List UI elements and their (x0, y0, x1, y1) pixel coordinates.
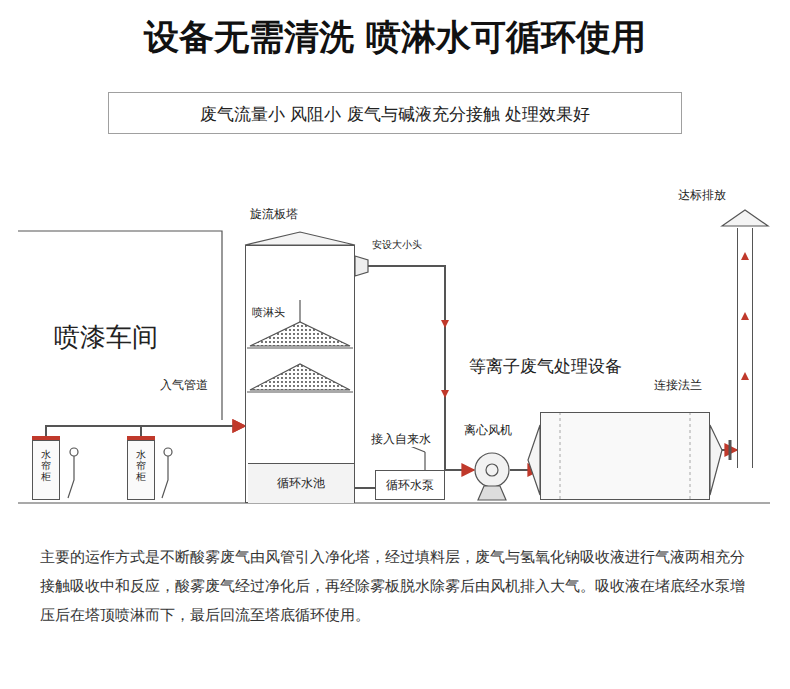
edge-label: 连接法兰 (652, 378, 704, 393)
fan-hub (486, 464, 498, 476)
tray (247, 391, 353, 392)
node-label: 达标排放 (678, 188, 726, 203)
duct-connector (141, 426, 245, 440)
node-label: 离心风机 (464, 422, 512, 439)
fan-housing (475, 453, 509, 487)
node-label: 水帘柜 (41, 449, 51, 482)
flow-arrow (741, 252, 749, 380)
water-curtain-cabinet: 水帘柜 (32, 440, 60, 500)
spray-pipe (299, 300, 300, 322)
workshop-room: 喷漆车间水帘柜 水帘柜 (18, 236, 218, 502)
node-label: 循环水泵 (376, 478, 444, 493)
node-label: 循环水池 (248, 475, 354, 492)
part-label: 喷淋头 (251, 306, 286, 320)
caption: 主要的运作方式是不断酸雾废气由风管引入净化塔，经过填料层，废气与氢氧化钠吸收液进… (40, 543, 758, 630)
spray-cone (250, 322, 350, 346)
worker (68, 456, 74, 498)
ground-line (18, 502, 770, 503)
worker (162, 456, 168, 498)
title: 设备无需清洗 喷淋水可循环使用 (0, 14, 790, 61)
centrifugal-fan: 离心风机 (474, 452, 510, 500)
spray-cone (250, 364, 350, 390)
duct-connector (46, 426, 245, 440)
part-label: 安设大小头 (371, 238, 423, 252)
water-curtain-cabinet: 水帘柜 (127, 440, 155, 500)
room-wall (18, 231, 222, 420)
worker (164, 448, 172, 456)
edge-label: 入气管道 (158, 378, 210, 393)
node-label: 旋流板塔 (250, 206, 298, 223)
scrubber-tower: 旋流板塔循环水池 (245, 245, 355, 503)
node-label: 废气流量小 风阻小 废气与碱液充分接触 处理效果好 (109, 103, 681, 126)
reducer (355, 256, 368, 276)
flow-arrow (441, 320, 449, 398)
chimney-cap (722, 210, 768, 226)
tray (247, 347, 353, 348)
device-end (710, 425, 722, 495)
water-pipe (424, 452, 425, 470)
part-label: 接入自来水 (370, 432, 432, 447)
duct-connector (354, 487, 375, 489)
subtitle-band: 废气流量小 风阻小 废气与碱液充分接触 处理效果好 (108, 92, 682, 134)
node-label: 喷漆车间 (54, 320, 158, 355)
fan-base (478, 486, 506, 500)
circulation-pool: 循环水池 (248, 463, 354, 503)
duct-connector (355, 266, 474, 470)
node-label: 水帘柜 (136, 449, 146, 482)
pump-box: 循环水泵 (375, 470, 445, 500)
tower-roof (245, 232, 355, 245)
flange (729, 440, 732, 460)
chimney: 达标排放 (737, 228, 753, 468)
node-label: 等离子废气处理设备 (469, 355, 622, 378)
plasma-device: 等离子废气处理设备 (540, 412, 710, 500)
device-end (528, 425, 540, 495)
worker (70, 448, 78, 456)
